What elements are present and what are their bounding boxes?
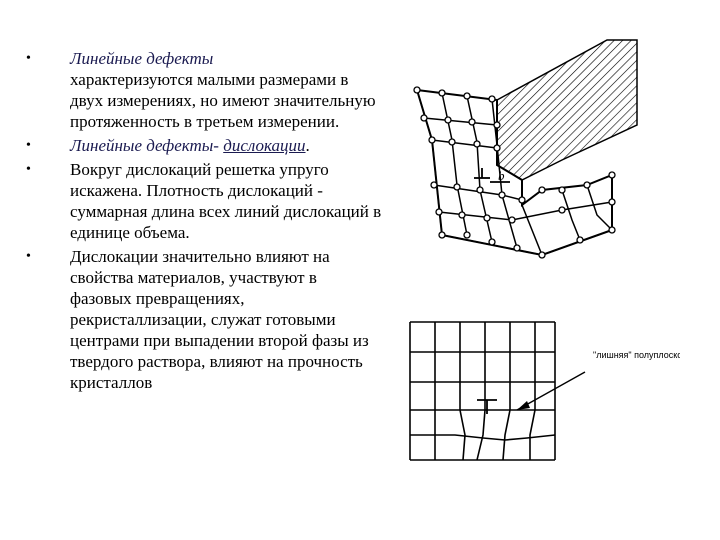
bullet-dot: • <box>26 249 31 264</box>
dislocation-3d-diagram: b <box>413 39 638 259</box>
bullet-4-text: Дислокации значительно влияют на свойств… <box>70 247 369 392</box>
bullet-list: • Линейные дефекты характеризуются малым… <box>22 48 382 396</box>
bullet-3-text: Вокруг дислокаций решетка упруго искажен… <box>70 160 382 242</box>
burgers-vector-label: b <box>498 168 505 183</box>
lattice-lines <box>416 89 613 256</box>
bullet-2-lead: Линейные дефекты- <box>70 136 224 155</box>
bullet-item-1: • Линейные дефекты характеризуются малым… <box>22 48 382 132</box>
extra-halfplane-callout: "лишняя" полуплоскость <box>593 350 680 360</box>
bullet-1-lead: Линейные дефекты <box>70 49 214 68</box>
dislocation-marker <box>477 399 497 414</box>
lattice-grid <box>409 321 556 461</box>
arrow-head <box>517 401 530 410</box>
bullet-dot: • <box>26 51 31 66</box>
bullet-item-2: • Линейные дефекты- дислокации. <box>22 135 382 156</box>
bullet-1-text: характеризуются малыми размерами в двух … <box>70 70 376 131</box>
bullet-item-4: • Дислокации значительно влияют на свойс… <box>22 246 382 393</box>
bullet-dot: • <box>26 162 31 177</box>
bullet-item-3: • Вокруг дислокаций решетка упруго искаж… <box>22 159 382 243</box>
edge-dislocation-lattice: "лишняя" полуплоскость <box>409 321 680 461</box>
lattice-nodes <box>413 86 616 259</box>
dislocation-link[interactable]: дислокации <box>223 136 306 155</box>
callout-arrow <box>516 371 586 411</box>
bullet-dot: • <box>26 138 31 153</box>
bullet-2-tail: . <box>305 136 310 155</box>
hatched-plane <box>496 39 638 181</box>
dislocation-symbol <box>474 168 510 183</box>
